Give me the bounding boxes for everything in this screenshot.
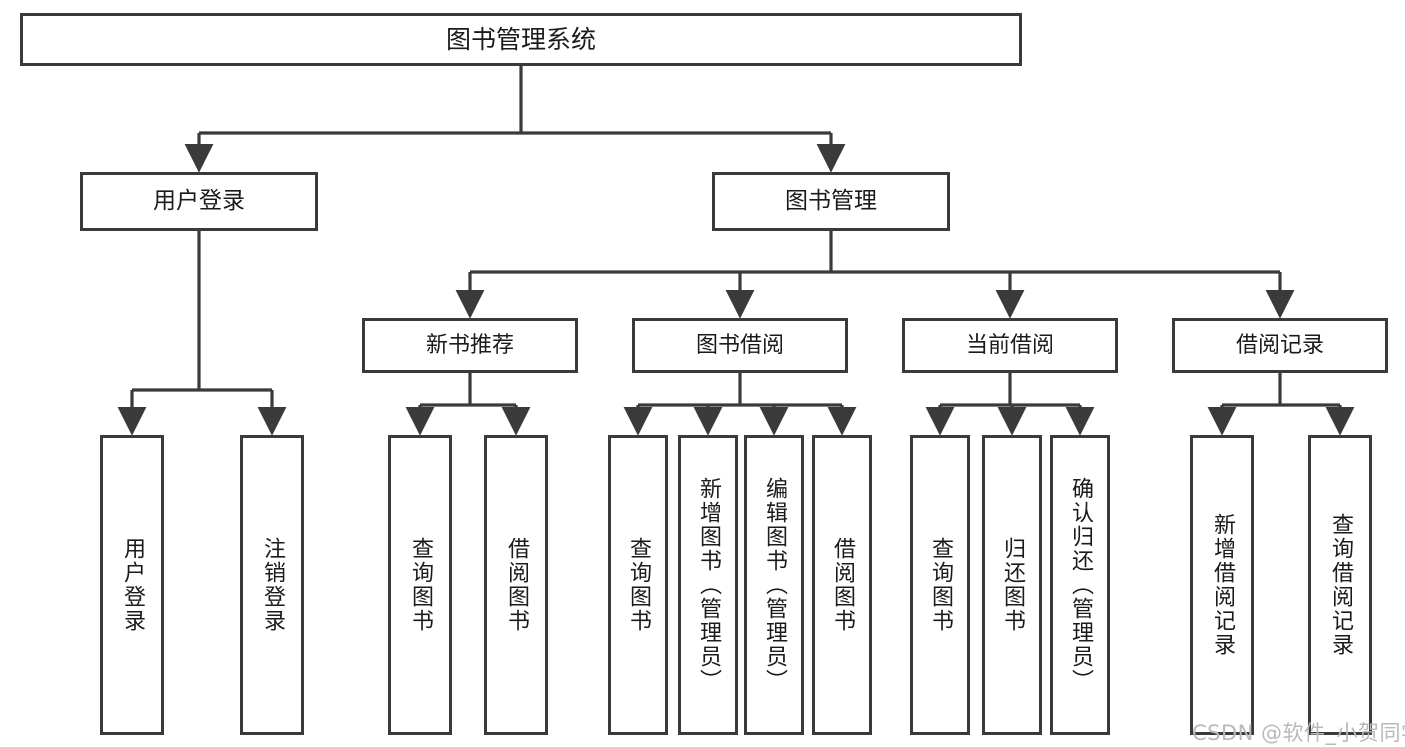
node-book-manage[interactable]: 图书管理 [712, 172, 950, 231]
node-label: 图书管理系统 [445, 24, 596, 54]
node-label: 新增借阅记录 [1209, 513, 1235, 657]
node-leaf-user-login[interactable]: 用户登录 [100, 435, 164, 735]
node-label: 编辑图书（管理员） [761, 477, 787, 693]
node-leaf-add-book[interactable]: 新增图书（管理员） [678, 435, 738, 735]
node-book-borrow[interactable]: 图书借阅 [632, 318, 848, 373]
node-label: 图书借阅 [695, 332, 784, 358]
node-user-login[interactable]: 用户登录 [80, 172, 318, 231]
node-label: 确认归还（管理员） [1067, 477, 1093, 693]
node-label: 借阅图书 [503, 537, 529, 633]
node-leaf-query-book-1[interactable]: 查询图书 [388, 435, 452, 735]
node-label: 查询借阅记录 [1327, 513, 1353, 657]
node-label: 用户登录 [153, 187, 245, 214]
node-label: 当前借阅 [965, 332, 1054, 358]
node-label: 注销登录 [259, 537, 285, 633]
csdn-watermark: CSDN @软件_小贺同学 [1192, 721, 1405, 745]
node-label: 图书管理 [785, 187, 877, 214]
node-label: 新增图书（管理员） [695, 477, 721, 693]
node-label: 借阅记录 [1235, 332, 1324, 358]
node-new-book-recommend[interactable]: 新书推荐 [362, 318, 578, 373]
node-leaf-edit-book[interactable]: 编辑图书（管理员） [744, 435, 804, 735]
node-leaf-confirm-return[interactable]: 确认归还（管理员） [1050, 435, 1110, 735]
node-label: 查询图书 [625, 537, 651, 633]
node-leaf-user-logout[interactable]: 注销登录 [240, 435, 304, 735]
node-leaf-return-book[interactable]: 归还图书 [982, 435, 1042, 735]
node-label: 借阅图书 [829, 537, 855, 633]
node-leaf-query-record[interactable]: 查询借阅记录 [1308, 435, 1372, 735]
node-root-图书管理系统[interactable]: 图书管理系统 [20, 13, 1022, 66]
node-borrow-record[interactable]: 借阅记录 [1172, 318, 1388, 373]
node-leaf-borrow-book-1[interactable]: 借阅图书 [484, 435, 548, 735]
node-label: 新书推荐 [425, 332, 514, 358]
node-label: 查询图书 [927, 537, 953, 633]
node-label: 用户登录 [119, 537, 145, 633]
node-current-borrow[interactable]: 当前借阅 [902, 318, 1118, 373]
node-leaf-query-book-3[interactable]: 查询图书 [910, 435, 970, 735]
node-label: 查询图书 [407, 537, 433, 633]
node-leaf-add-record[interactable]: 新增借阅记录 [1190, 435, 1254, 735]
node-label: 归还图书 [999, 537, 1025, 633]
node-leaf-borrow-book-2[interactable]: 借阅图书 [812, 435, 872, 735]
node-leaf-query-book-2[interactable]: 查询图书 [608, 435, 668, 735]
